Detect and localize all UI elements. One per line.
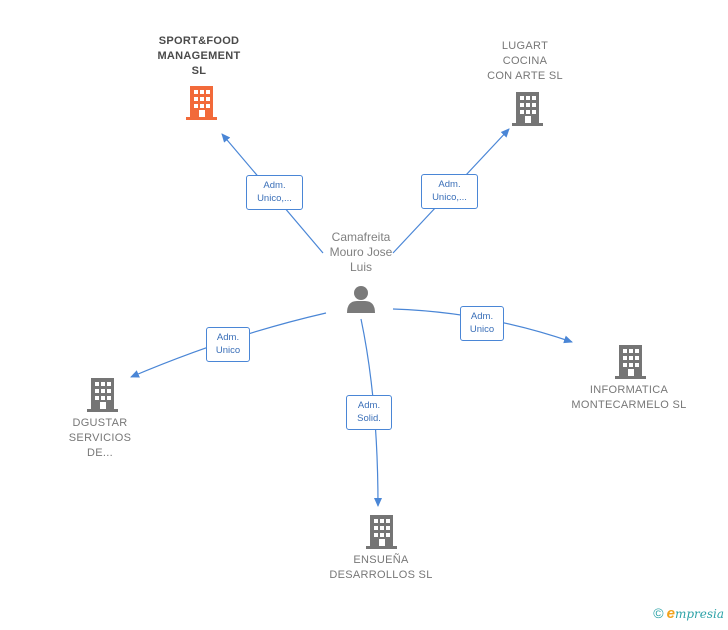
- relation-text: Adm.: [216, 332, 240, 343]
- company-name-line: ENSUEÑA: [353, 554, 409, 566]
- person-name[interactable]: Camafreita Mouro Jose Luis: [311, 230, 411, 275]
- company-name-line: MONTECARMELO SL: [571, 399, 687, 411]
- relation-badge-ensuena[interactable]: Adm. Solid.: [346, 395, 392, 430]
- building-icon: [615, 345, 646, 379]
- relation-text: Adm.: [357, 400, 381, 411]
- person-name-line: Mouro Jose: [329, 245, 393, 259]
- company-name-line: LUGART: [501, 40, 549, 52]
- brand-name: mpresia: [674, 607, 724, 621]
- company-name-line: DE...: [87, 447, 113, 459]
- company-name-line: CON ARTE SL: [487, 70, 563, 82]
- company-name-line: INFORMATICA: [589, 384, 669, 396]
- company-name-line: COCINA: [502, 55, 548, 67]
- relation-badge-informatica[interactable]: Adm. Unico: [460, 306, 504, 341]
- company-sportfood-label[interactable]: SPORT&FOOD MANAGEMENT SL: [139, 34, 259, 79]
- relation-text: Unico,...: [257, 193, 292, 204]
- relation-text: Unico: [469, 324, 495, 335]
- brand-initial: e: [666, 605, 675, 622]
- copyright-symbol: ©: [653, 605, 664, 621]
- person-icon: [347, 286, 375, 313]
- relation-text: Adm.: [470, 311, 494, 322]
- building-icon: [366, 515, 397, 549]
- relation-text: Adm.: [438, 179, 461, 190]
- company-name-line: SL: [191, 65, 207, 77]
- company-name-line: SERVICIOS: [68, 432, 132, 444]
- company-lugart-label[interactable]: LUGART COCINA CON ARTE SL: [465, 39, 585, 84]
- relation-badge-lugart[interactable]: Adm. Unico,...: [421, 174, 478, 209]
- company-dgustar-label[interactable]: DGUSTAR SERVICIOS DE...: [40, 416, 160, 461]
- relation-badge-dgustar[interactable]: Adm. Unico: [206, 327, 250, 362]
- building-icon: [87, 378, 118, 412]
- company-ensuena-label[interactable]: ENSUEÑA DESARROLLOS SL: [311, 553, 451, 583]
- relation-badge-sportfood[interactable]: Adm. Unico,...: [246, 175, 303, 210]
- company-name-line: MANAGEMENT: [157, 50, 241, 62]
- company-name-line: DESARROLLOS SL: [329, 569, 433, 581]
- relation-text: Adm.: [263, 180, 286, 191]
- company-name-line: SPORT&FOOD: [158, 35, 240, 47]
- person-name-line: Camafreita: [331, 230, 391, 244]
- brand-logo: ©empresia: [653, 605, 724, 622]
- company-name-line: DGUSTAR: [72, 417, 128, 429]
- building-icon: [186, 86, 217, 120]
- relation-text: Unico,...: [432, 192, 467, 203]
- building-icon: [512, 92, 543, 126]
- relation-text: Unico: [215, 345, 241, 356]
- company-informatica-label[interactable]: INFORMATICA MONTECARMELO SL: [559, 383, 699, 413]
- person-name-line: Luis: [349, 260, 372, 274]
- relation-text: Solid.: [357, 413, 381, 424]
